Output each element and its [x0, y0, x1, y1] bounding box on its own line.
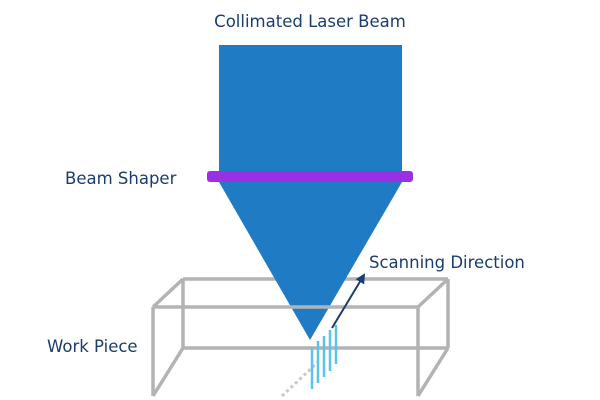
beam-shaper-label: Beam Shaper — [65, 169, 177, 188]
work-piece-label: Work Piece — [47, 337, 138, 356]
box-edge — [151, 347, 185, 397]
box-edge — [151, 277, 185, 309]
box-edge — [416, 277, 450, 309]
collimated-laser-beam-label: Collimated Laser Beam — [214, 12, 406, 31]
scanning-direction-label: Scanning Direction — [369, 253, 525, 272]
box-edge — [416, 347, 450, 397]
scanning-direction-arrow — [331, 273, 366, 329]
beam-shaper-bar — [207, 171, 413, 182]
focused-beam-cone — [219, 182, 402, 340]
collimated-beam — [219, 45, 402, 178]
work-piece-box-front — [151, 305, 420, 396]
scan-track-dotted-line — [280, 360, 320, 398]
scan-lines — [310, 325, 338, 389]
